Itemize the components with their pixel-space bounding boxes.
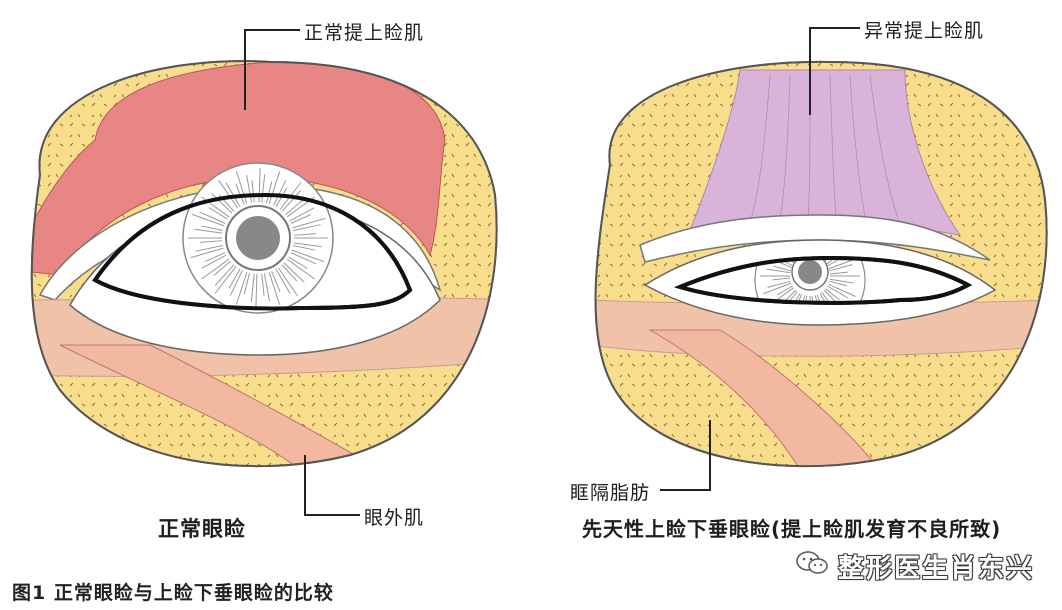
label-abnormal-levator: 异常提上睑肌 bbox=[864, 20, 985, 42]
caption-ptosis-eyelid: 先天性上睑下垂眼睑(提上睑肌发育不良所致) bbox=[582, 517, 1002, 541]
label-orbicularis: 眼外肌 bbox=[364, 507, 425, 529]
wechat-icon bbox=[796, 551, 828, 574]
normal-iris bbox=[182, 162, 334, 314]
figure-title: 图1 正常眼睑与上睑下垂眼睑的比较 bbox=[12, 582, 334, 604]
caption-normal-eyelid: 正常眼睑 bbox=[158, 517, 246, 541]
label-normal-levator: 正常提上睑肌 bbox=[304, 22, 425, 44]
watermark-author: 整形医生肖东兴 bbox=[838, 554, 1035, 584]
leader-lines bbox=[244, 27, 860, 516]
normal-eye-illustration bbox=[30, 60, 498, 468]
label-orbital-fat: 眶隔脂肪 bbox=[570, 482, 651, 504]
ptosis-iris bbox=[754, 258, 866, 303]
ptosis-eye-illustration bbox=[594, 60, 1048, 468]
